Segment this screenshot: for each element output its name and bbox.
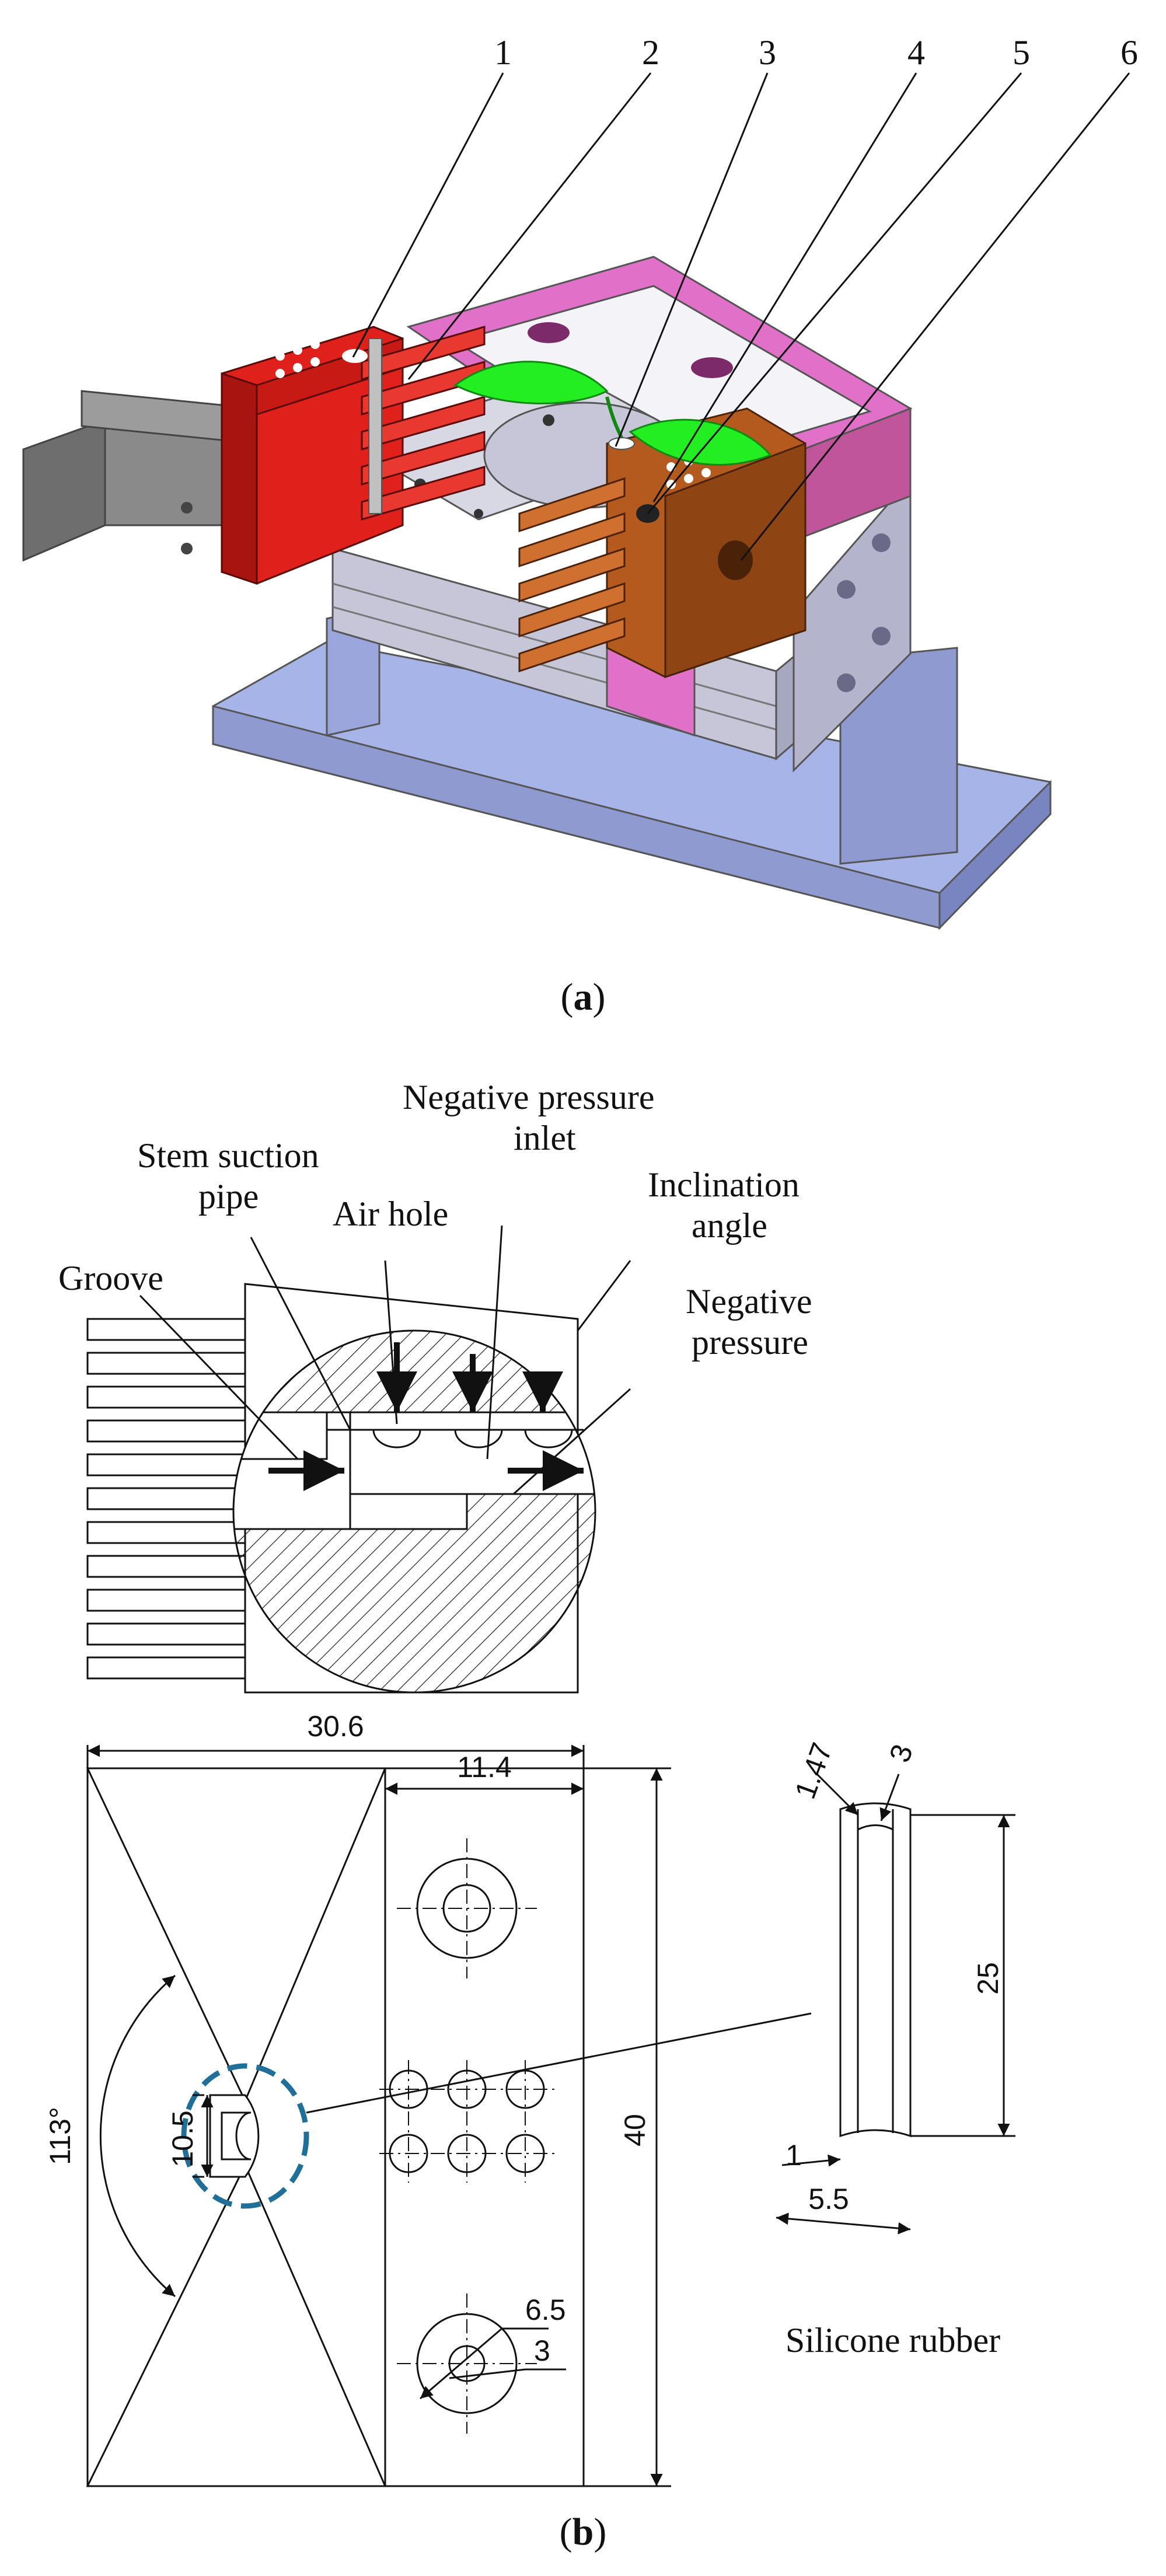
red-gripper [221, 326, 486, 585]
label-neg-inlet-1: Negative pressure [403, 1078, 654, 1116]
red-gripper-fins [361, 326, 486, 521]
dimension-labels: 30.6 11.4 40 10.5 113° 6.5 3 [44, 1710, 651, 2367]
label-negative-pressure-2: pressure [692, 1323, 808, 1362]
dim-width-right: 11.4 [457, 1751, 512, 1783]
callout-numbers: 1 2 3 4 5 6 [494, 33, 1138, 72]
dim-rubber-bottom-width: 5.5 [808, 2183, 849, 2215]
dim-inner-diameter: 3 [534, 2334, 550, 2367]
seedling [453, 361, 772, 466]
label-inclination-1: Inclination [648, 1165, 800, 1204]
callout-5: 5 [1013, 33, 1030, 72]
flow-arrows [268, 1342, 584, 1491]
orange-gripper [518, 407, 807, 679]
dim-rubber-bottom-left: 1 [786, 2139, 802, 2172]
caption-a: (a) [561, 976, 606, 1018]
air-cylinder [22, 390, 258, 562]
label-neg-inlet-2: inlet [514, 1119, 576, 1157]
section-leaders [139, 1225, 631, 1495]
dim-height-total: 40 [619, 2114, 651, 2146]
label-negative-pressure-1: Negative [686, 1282, 812, 1321]
callout-1: 1 [494, 33, 512, 72]
figure-a-drawing: 1 2 3 4 5 6 (a) [22, 33, 1138, 1018]
figure-b: Groove Stem suction pipe Air hole Negati… [0, 1062, 1166, 2573]
detail-dashed-circle [181, 2063, 309, 2209]
callout-4: 4 [907, 33, 925, 72]
callout-6: 6 [1120, 33, 1138, 72]
dim-rubber-length: 25 [972, 1962, 1004, 1995]
dim-angle: 113° [44, 2107, 76, 2165]
label-inclination-2: angle [692, 1206, 767, 1245]
figure-a: 1 2 3 4 5 6 (a) [0, 0, 1166, 1062]
label-silicone-rubber: Silicone rubber [786, 2321, 1000, 2359]
dim-rubber-thickness: 1.47 [788, 1739, 839, 1803]
stem-suction-pipe [368, 338, 382, 514]
figure-b-drawing: Groove Stem suction pipe Air hole Negati… [44, 1078, 1015, 2553]
label-stem-suction-2: pipe [198, 1177, 259, 1216]
orange-gripper-fins [518, 477, 626, 673]
label-stem-suction-1: Stem suction [137, 1136, 319, 1175]
dim-outer-diameter: 6.5 [525, 2294, 566, 2326]
callout-leaders [352, 72, 1130, 561]
label-air-hole: Air hole [333, 1195, 448, 1233]
silicone-dimension-lines [776, 1773, 1015, 2235]
dim-slot: 10.5 [166, 2110, 199, 2167]
centerlines [379, 1838, 554, 2434]
dimension-lines [86, 1744, 671, 2487]
detail-leader [306, 2012, 812, 2114]
plan-view [86, 1767, 585, 2487]
silicone-rubber-detail [839, 1802, 912, 2138]
callout-3: 3 [759, 33, 776, 72]
base-plate [212, 606, 1052, 930]
silicone-dimension-labels: 1.47 3 25 1 5.5 [786, 1739, 1004, 2215]
section-labels: Groove Stem suction pipe Air hole Negati… [58, 1078, 812, 1362]
label-groove: Groove [58, 1259, 163, 1297]
section-fins [86, 1318, 246, 1680]
side-port [718, 540, 753, 580]
callout-2: 2 [642, 33, 659, 72]
caption-b: (b) [560, 2511, 607, 2553]
dim-width-total: 30.6 [307, 1710, 364, 1743]
dim-rubber-top: 3 [883, 1740, 919, 1767]
